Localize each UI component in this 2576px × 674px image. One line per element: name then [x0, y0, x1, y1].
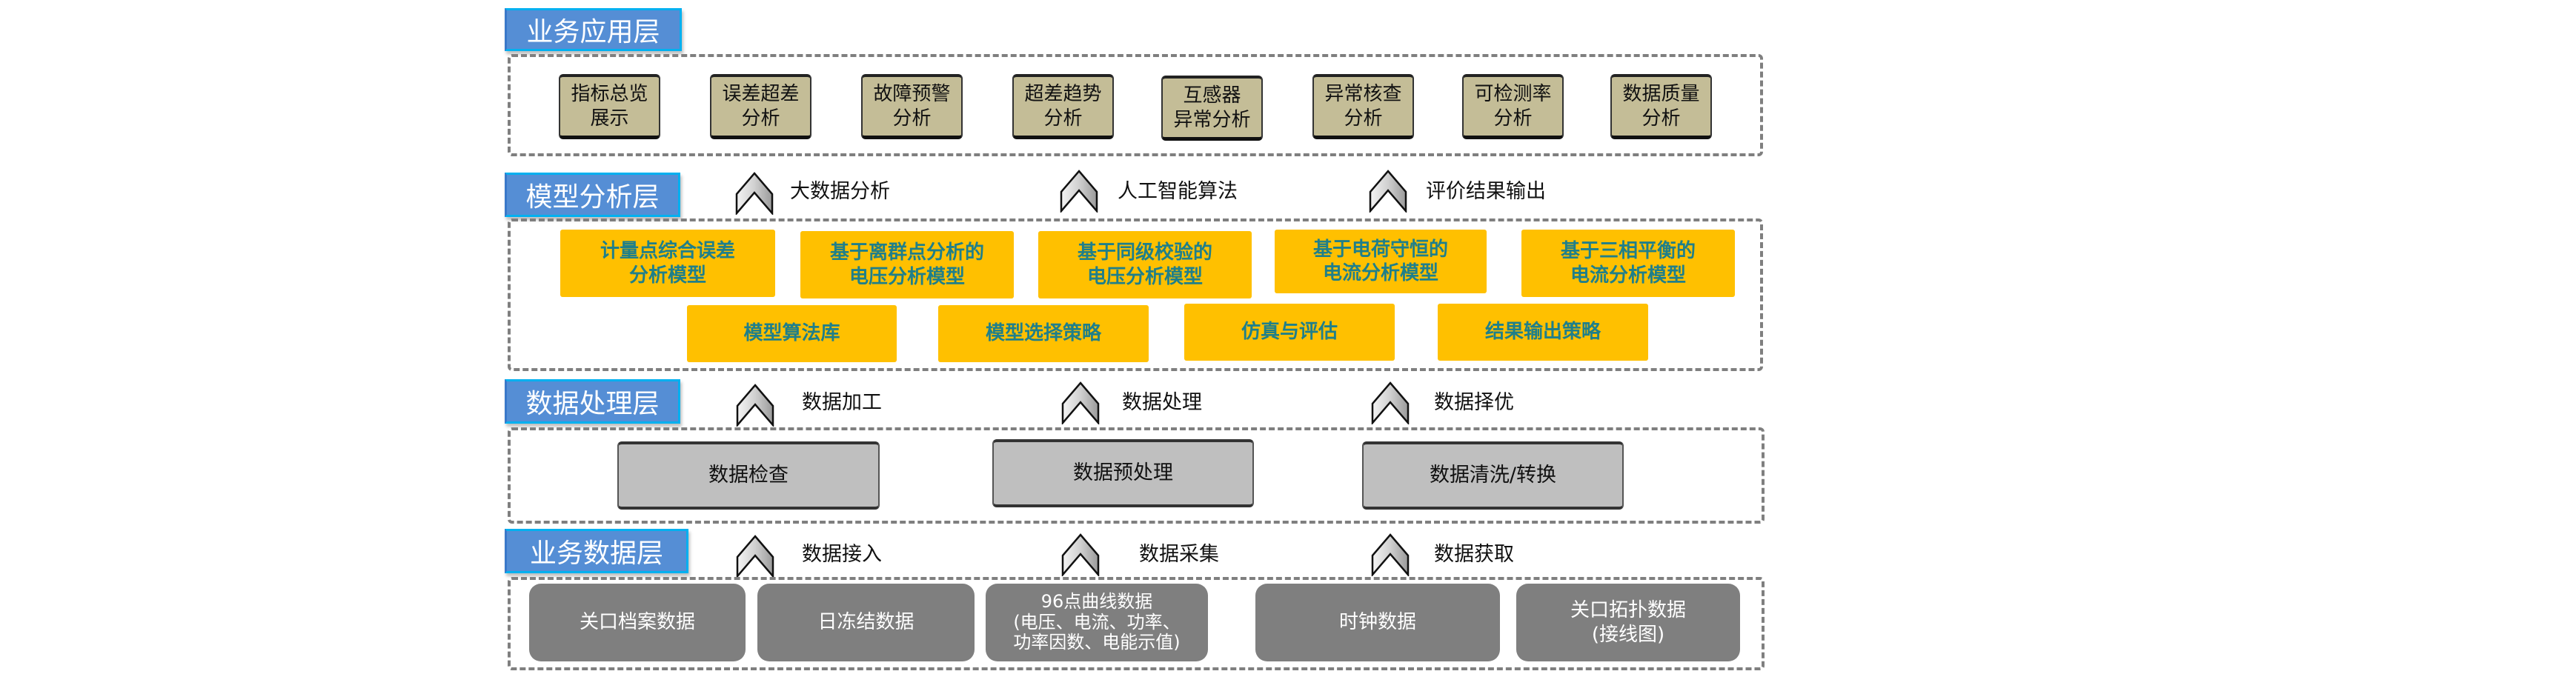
model-item: 结果输出策略: [1438, 304, 1648, 361]
layer-label-model: 模型分析层: [505, 173, 680, 217]
model-layer-frame: [508, 218, 1763, 371]
model-item: 模型选择策略: [938, 305, 1149, 362]
model-item: 基于离群点分析的 电压分析模型: [800, 231, 1014, 298]
model-item: 基于电荷守恒的 电流分析模型: [1275, 230, 1487, 293]
chevron-up-icon: [735, 172, 774, 215]
app-item: 故障预警 分析: [861, 74, 963, 139]
arrow-label: 数据接入: [802, 543, 882, 566]
chevron-up-icon: [1061, 381, 1100, 424]
model-item: 模型算法库: [687, 305, 897, 362]
app-item: 误差超差 分析: [710, 74, 811, 139]
business-data-layer-frame: [508, 577, 1765, 670]
layer-label-processing: 数据处理层: [505, 379, 680, 424]
app-item: 数据质量 分析: [1610, 74, 1712, 139]
chevron-up-icon: [736, 535, 774, 578]
layer-label-business-data: 业务数据层: [505, 529, 688, 573]
app-item: 指标总览 展示: [559, 74, 660, 139]
chevron-up-icon: [1060, 170, 1098, 213]
data-source-item: 关口档案数据: [529, 584, 746, 661]
chevron-up-icon: [1371, 381, 1410, 424]
chevron-up-icon: [1061, 533, 1100, 576]
data-source-item: 时钟数据: [1255, 584, 1500, 661]
chevron-up-icon: [736, 384, 774, 427]
data-source-item: 96点曲线数据 (电压、电流、功率、 功率因数、电能示值): [986, 584, 1208, 661]
layer-label-application: 业务应用层: [505, 8, 682, 51]
arrow-label: 数据获取: [1434, 543, 1514, 566]
data-source-item: 日冻结数据: [757, 584, 975, 661]
model-item: 基于同级校验的 电压分析模型: [1038, 231, 1252, 298]
arrow-label: 数据加工: [802, 391, 882, 414]
processing-item: 数据检查: [617, 441, 880, 510]
arrow-label: 数据择优: [1434, 391, 1514, 414]
processing-item: 数据清洗/转换: [1362, 441, 1624, 510]
chevron-up-icon: [1369, 170, 1407, 213]
processing-layer-frame: [508, 427, 1765, 524]
processing-item: 数据预处理: [992, 439, 1254, 507]
model-item: 计量点综合误差 分析模型: [560, 230, 775, 297]
app-item: 异常核查 分析: [1312, 74, 1414, 139]
arrow-label: 大数据分析: [790, 180, 890, 203]
arrow-label: 评价结果输出: [1426, 180, 1546, 203]
model-item: 基于三相平衡的 电流分析模型: [1521, 230, 1735, 297]
arrow-label: 人工智能算法: [1118, 180, 1238, 203]
app-item: 超差趋势 分析: [1012, 74, 1114, 139]
application-layer-frame: [508, 54, 1763, 156]
app-item: 可检测率 分析: [1462, 74, 1564, 139]
app-item: 互感器 异常分析: [1161, 76, 1263, 141]
data-source-item: 关口拓扑数据 (接线图): [1516, 584, 1740, 661]
arrow-label: 数据处理: [1122, 391, 1202, 414]
arrow-label: 数据采集: [1139, 543, 1219, 566]
chevron-up-icon: [1371, 533, 1410, 576]
model-item: 仿真与评估: [1184, 304, 1395, 361]
